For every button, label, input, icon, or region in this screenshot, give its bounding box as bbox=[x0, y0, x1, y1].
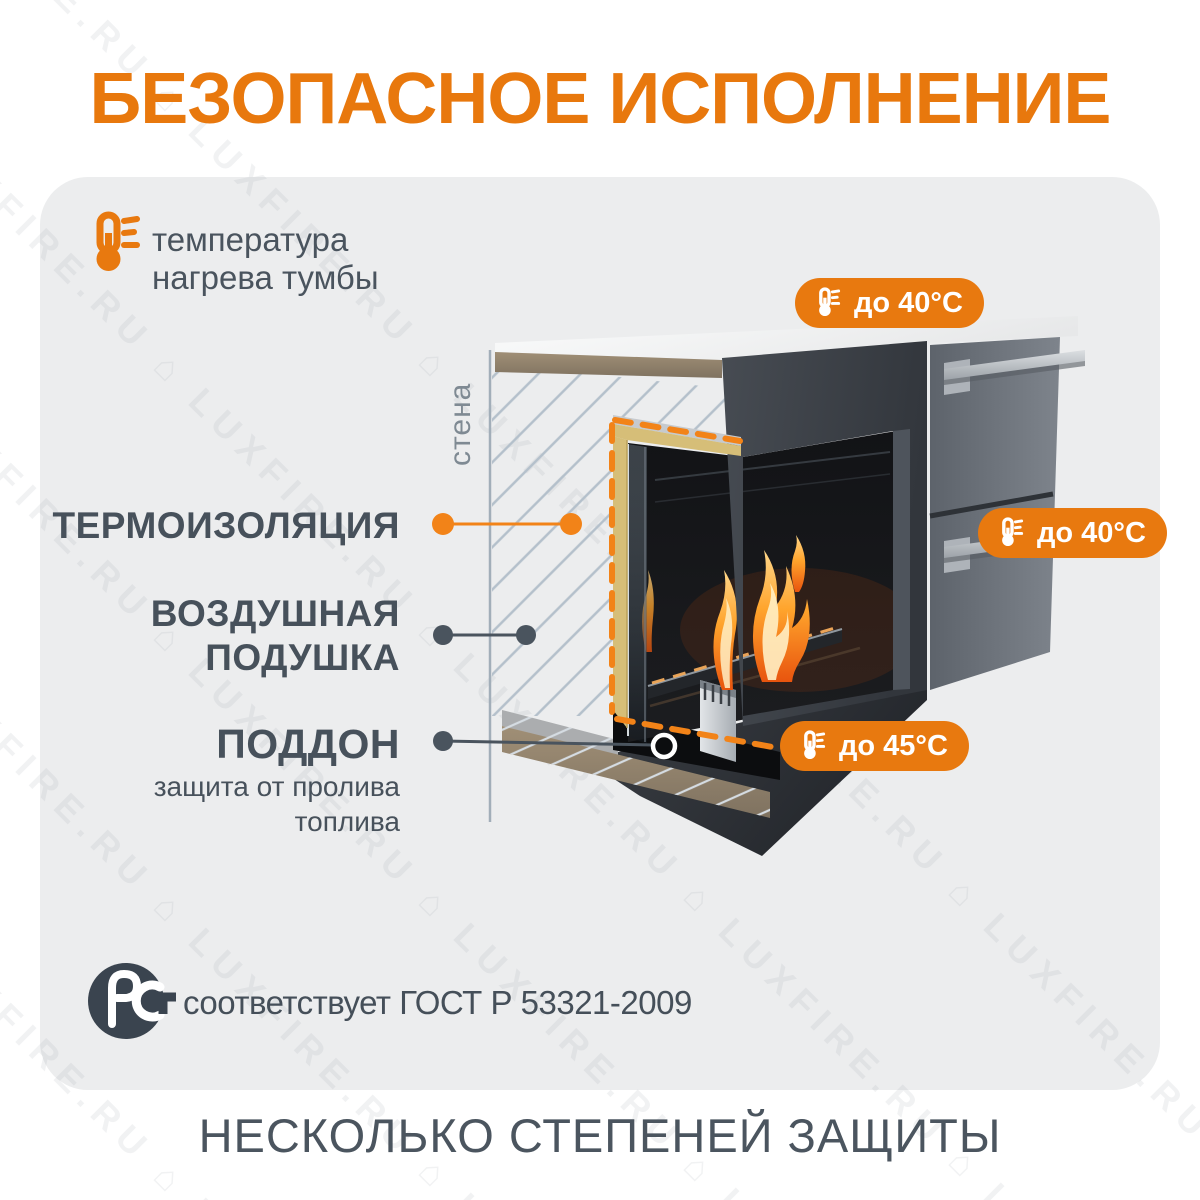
page-title: БЕЗОПАСНОЕ ИСПОЛНЕНИЕ bbox=[89, 59, 1112, 139]
air-gap-label-line2: ПОДУШКА bbox=[205, 637, 400, 678]
tray-connector bbox=[433, 731, 678, 760]
temperature-badge-right: до 40°C bbox=[978, 508, 1167, 558]
legend-line1: температура bbox=[152, 221, 349, 258]
footer-title: НЕСКОЛЬКО СТЕПЕНЕЙ ЗАЩИТЫ bbox=[198, 1109, 1002, 1162]
rostest-certification-icon bbox=[88, 963, 176, 1039]
air-gap-label: ВОЗДУШНАЯ ПОДУШКА bbox=[151, 592, 400, 680]
air-gap-connector bbox=[433, 625, 536, 645]
legend-line2: нагрева тумбы bbox=[152, 259, 379, 296]
air-gap-label-line1: ВОЗДУШНАЯ bbox=[150, 593, 400, 634]
tray-sublabel: защита от пролива топлива bbox=[154, 769, 400, 839]
countertop-edge bbox=[495, 352, 722, 378]
opening-depth-face bbox=[893, 429, 910, 690]
insulation-label: ТЕРМОИЗОЛЯЦИЯ bbox=[52, 505, 400, 546]
callout-connectors bbox=[432, 513, 678, 760]
wall-label: стена bbox=[444, 382, 477, 466]
tray-sublabel-line2: топлива bbox=[294, 806, 400, 837]
temperature-badge-bottom: до 45°C bbox=[780, 721, 969, 771]
glass-pane bbox=[627, 444, 647, 744]
insulation-dashed-outline bbox=[609, 417, 781, 751]
badge-value: до 40°C bbox=[1037, 516, 1146, 549]
wall-hatch bbox=[492, 363, 748, 716]
badge-value: до 45°C bbox=[839, 729, 948, 762]
tray-sublabel-line1: защита от пролива bbox=[153, 771, 400, 802]
certification-text: соответствует ГОСТ Р 53321-2009 bbox=[183, 984, 692, 1021]
thermometer-icon bbox=[804, 730, 826, 760]
fuel-block bbox=[700, 680, 736, 762]
tray-marker-ring bbox=[650, 732, 678, 760]
drawer-handle-top bbox=[944, 350, 1085, 395]
tray-label: ПОДДОН bbox=[216, 721, 400, 767]
thermometer-icon bbox=[96, 211, 140, 271]
thermometer-icon bbox=[819, 287, 841, 317]
front-panel bbox=[722, 341, 927, 726]
temperature-badge-top: до 40°C bbox=[795, 278, 984, 328]
insulation-connector bbox=[432, 513, 582, 535]
legend-text: температура нагрева тумбы bbox=[152, 221, 379, 297]
badge-value: до 40°C bbox=[854, 286, 963, 319]
thermometer-icon bbox=[1002, 517, 1024, 547]
drawer-gap bbox=[929, 491, 1054, 519]
